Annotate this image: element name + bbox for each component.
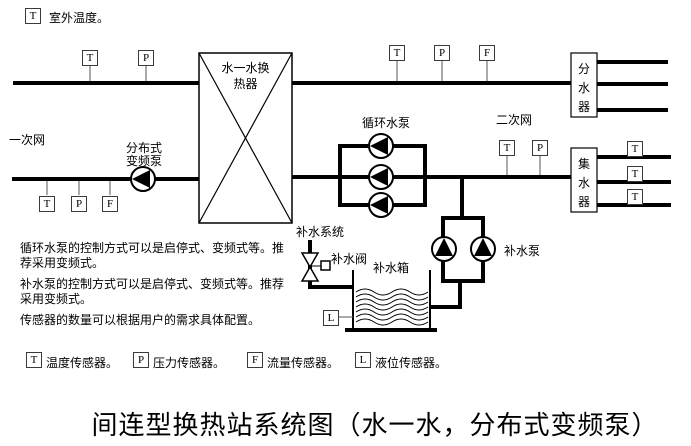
- outdoor-temp-label: 室外温度。: [49, 11, 110, 25]
- sensor-box-f: F: [102, 196, 118, 212]
- sensor-box-f: F: [479, 45, 495, 61]
- makeup-tank-shape: [352, 270, 431, 330]
- heat-exchanger-label-line2: 热器: [233, 76, 258, 91]
- sensor-box-p: P: [71, 196, 87, 212]
- sensor-box-t: T: [389, 45, 405, 61]
- distributed-pump-label-line1: 分布式: [125, 141, 162, 155]
- water-waves: [355, 288, 429, 326]
- collector-label: 集水器: [577, 157, 590, 209]
- makeup-valve-label: 补水阀: [331, 252, 368, 266]
- collector-vessel: [570, 147, 598, 213]
- sensor-box-p: P: [532, 140, 548, 156]
- secondary-network-label: 二次网: [496, 113, 533, 127]
- makeup-pump-label: 补水泵: [504, 244, 541, 258]
- note-sensors: 传感器的数量可以根据用户的需求具体配置。: [20, 313, 261, 327]
- outdoor-temp-sensor-box: T: [25, 8, 41, 24]
- heat-exchanger-label-line1: 水一水换: [221, 61, 270, 75]
- sensor-box-t: T: [627, 189, 643, 205]
- diagram-title: 间连型换热站系统图（水一水，分布式变频泵）: [91, 411, 659, 440]
- note-circulation-pump: 循环水泵的控制方式可以是启停式、变频式等。推荐采用变频式。: [20, 241, 285, 270]
- legend-symbol-l: L: [355, 352, 371, 368]
- heat-exchanger-label: 水一水换 热器: [199, 61, 292, 92]
- legend-symbol-f: F: [247, 352, 263, 368]
- sensor-box-t: T: [39, 196, 55, 212]
- sensor-box-l: L: [323, 310, 339, 326]
- sensor-box-t: T: [499, 140, 515, 156]
- sensor-box-t: T: [82, 50, 98, 66]
- legend-label-flow: 流量传感器。: [267, 356, 340, 370]
- makeup-tank-label: 补水箱: [373, 261, 410, 275]
- circulation-pump-label: 循环水泵: [362, 116, 411, 130]
- distributed-pump-icon: [130, 166, 156, 192]
- sensor-box-t: T: [627, 141, 643, 157]
- distributor-vessel: [570, 52, 598, 118]
- legend-label-pressure: 压力传感器。: [153, 356, 226, 370]
- distributed-pump-label-line2: 变频泵: [125, 154, 162, 168]
- sensor-box-p: P: [138, 50, 154, 66]
- legend-label-temperature: 温度传感器。: [46, 356, 119, 370]
- makeup-system-label: 补水系统: [296, 225, 345, 239]
- legend-label-level: 液位传感器。: [375, 356, 448, 370]
- note-makeup-pump: 补水泵的控制方式可以是启停式、变频式等。推荐采用变频式。: [20, 277, 285, 306]
- legend-symbol-t: T: [26, 352, 42, 368]
- primary-network-label: 一次网: [9, 133, 46, 147]
- distributor-label: 分水器: [577, 62, 590, 114]
- notes-block: 循环水泵的控制方式可以是启停式、变频式等。推荐采用变频式。 补水泵的控制方式可以…: [20, 241, 286, 335]
- makeup-pump-icons: [431, 236, 496, 262]
- makeup-valve-icon: [300, 252, 331, 282]
- distributed-pump-label: 分布式 变频泵: [125, 142, 163, 168]
- circulation-pump-icons: [368, 133, 394, 218]
- sensor-stems: [46, 61, 541, 318]
- legend-symbol-p: P: [133, 352, 149, 368]
- heat-exchanger: [198, 52, 293, 224]
- sensor-box-t: T: [627, 166, 643, 182]
- sensor-box-p: P: [434, 45, 450, 61]
